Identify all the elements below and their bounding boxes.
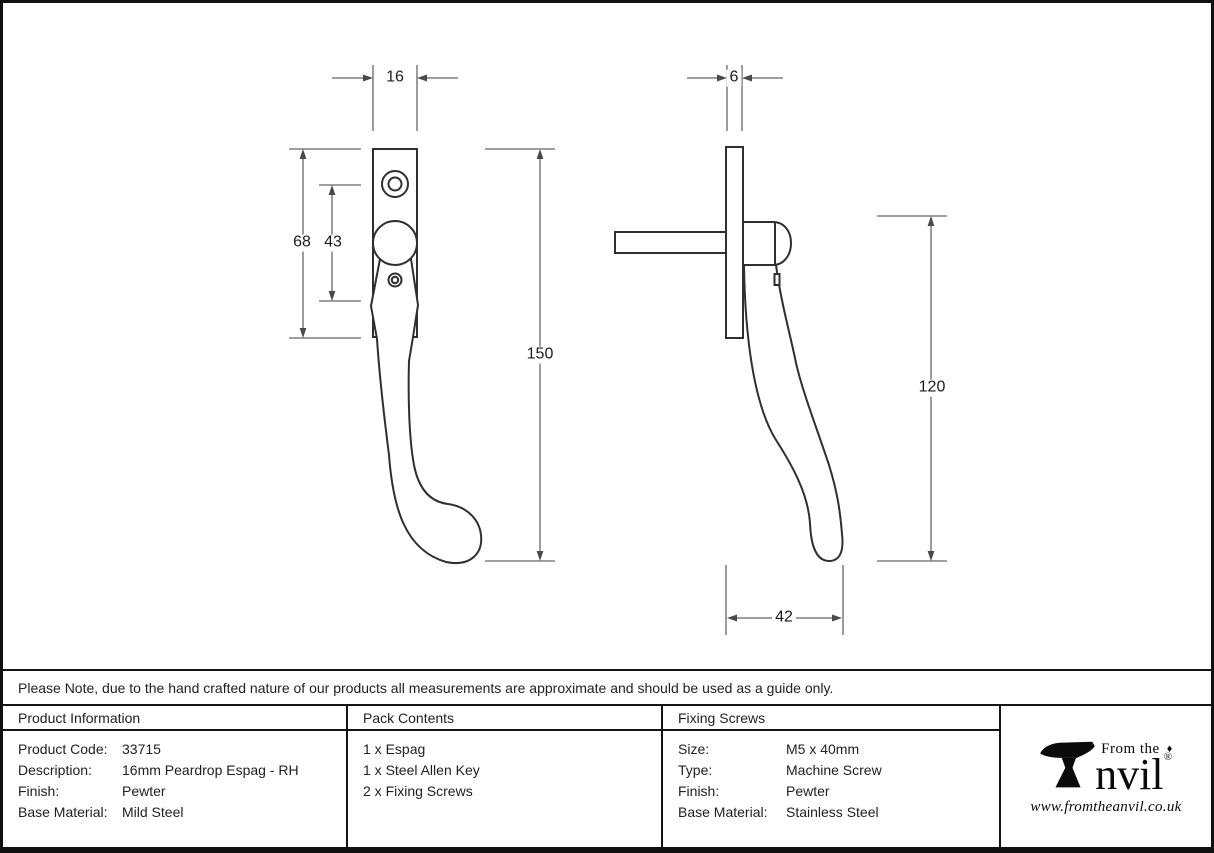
brand-prefix-text: From the bbox=[1101, 741, 1160, 758]
pack-item: 2 x Fixing Screws bbox=[363, 783, 473, 799]
spec-value: Pewter bbox=[122, 783, 166, 799]
brand-logo-top: From the ♦ nvil ® bbox=[1039, 739, 1173, 800]
side-backplate bbox=[725, 146, 744, 339]
table-row: Size: M5 x 40mm bbox=[678, 739, 999, 760]
spec-value: 16mm Peardrop Espag - RH bbox=[122, 762, 299, 778]
spec-value: Stainless Steel bbox=[786, 804, 879, 820]
brand-name: nvil ® bbox=[1095, 750, 1173, 800]
dim-front-overall-length: 150 bbox=[523, 346, 557, 364]
handle-drawing-svg bbox=[289, 65, 947, 635]
product-information-body: Product Code: 33715 Description: 16mm Pe… bbox=[3, 731, 346, 823]
spec-value: Machine Screw bbox=[786, 762, 882, 778]
table-row: Finish: Pewter bbox=[678, 781, 999, 802]
brand-logo: From the ♦ nvil ® www.fromtheanvil.co.uk bbox=[1030, 739, 1181, 815]
front-lower-screw-inner bbox=[390, 275, 400, 285]
title-block: Please Note, due to the hand crafted nat… bbox=[3, 669, 1211, 847]
spec-value: M5 x 40mm bbox=[786, 741, 860, 757]
spec-value: Mild Steel bbox=[122, 804, 184, 820]
product-information-column: Product Information Product Code: 33715 … bbox=[3, 706, 348, 847]
front-lower-screw-outer bbox=[387, 272, 403, 288]
spec-label: Base Material: bbox=[678, 804, 768, 820]
brand-column: From the ♦ nvil ® www.fromtheanvil.co.uk bbox=[1001, 706, 1211, 847]
anvil-icon bbox=[1040, 742, 1096, 788]
table-row: Product Code: 33715 bbox=[18, 739, 346, 760]
table-row: Finish: Pewter bbox=[18, 781, 346, 802]
side-set-screw bbox=[773, 273, 781, 286]
brand-url: www.fromtheanvil.co.uk bbox=[1030, 798, 1182, 815]
table-row: Base Material: Stainless Steel bbox=[678, 802, 999, 823]
spec-label: Type: bbox=[678, 762, 713, 778]
dim-side-plate-thickness: 6 bbox=[726, 69, 742, 87]
front-handle-outline bbox=[369, 258, 483, 565]
dim-front-hole-spacing: 43 bbox=[321, 234, 345, 252]
side-handle-outline bbox=[742, 264, 844, 563]
product-information-header-label: Product Information bbox=[18, 709, 141, 726]
front-screw-hole-inner bbox=[387, 176, 403, 192]
registered-trademark-symbol: ® bbox=[1163, 751, 1172, 764]
side-view bbox=[614, 146, 844, 563]
brand-from-the: From the ♦ bbox=[1101, 741, 1173, 758]
fixing-screws-header: Fixing Screws bbox=[663, 706, 999, 731]
spec-value: Pewter bbox=[786, 783, 830, 799]
table-row: Description: 16mm Peardrop Espag - RH bbox=[18, 760, 346, 781]
side-spindle bbox=[614, 231, 727, 254]
info-table: Product Information Product Code: 33715 … bbox=[3, 706, 1211, 847]
pack-contents-column: Pack Contents 1 x Espag 1 x Steel Allen … bbox=[348, 706, 663, 847]
pack-contents-body: 1 x Espag 1 x Steel Allen Key 2 x Fixing… bbox=[348, 731, 661, 802]
brand-diamond-glyph: ♦ bbox=[1166, 743, 1173, 756]
front-knob bbox=[372, 220, 418, 266]
spec-label: Product Code: bbox=[18, 741, 108, 757]
note-text: Please Note, due to the hand crafted nat… bbox=[18, 679, 834, 696]
spec-label: Description: bbox=[18, 762, 92, 778]
pack-contents-header: Pack Contents bbox=[348, 706, 661, 731]
brand-wordmark: From the ♦ nvil ® bbox=[1095, 739, 1173, 800]
pack-contents-header-label: Pack Contents bbox=[363, 709, 455, 726]
front-view bbox=[369, 148, 483, 565]
pack-list: 1 x Espag 1 x Steel Allen Key 2 x Fixing… bbox=[363, 739, 661, 802]
table-row: Base Material: Mild Steel bbox=[18, 802, 346, 823]
technical-drawing-area: 16 68 43 150 6 120 42 bbox=[3, 3, 1211, 669]
dim-front-plate-width: 16 bbox=[383, 69, 407, 87]
spec-label: Finish: bbox=[678, 783, 720, 799]
fixing-screws-column: Fixing Screws Size: M5 x 40mm Type: Mach… bbox=[663, 706, 1001, 847]
fixing-screws-body: Size: M5 x 40mm Type: Machine Screw Fini… bbox=[663, 731, 999, 823]
spec-label: Finish: bbox=[18, 783, 60, 799]
dim-side-handle-reach: 42 bbox=[772, 609, 796, 627]
dim-side-handle-height: 120 bbox=[915, 379, 949, 397]
spec-label: Base Material: bbox=[18, 804, 108, 820]
dimension-arrowheads bbox=[299, 74, 935, 622]
spec-label: Size: bbox=[678, 741, 710, 757]
note-row: Please Note, due to the hand crafted nat… bbox=[3, 669, 1211, 706]
pack-item: 1 x Steel Allen Key bbox=[363, 762, 480, 778]
fixing-screws-header-label: Fixing Screws bbox=[678, 709, 766, 726]
dim-front-plate-height: 68 bbox=[290, 234, 314, 252]
brand-name-text: nvil bbox=[1095, 750, 1164, 800]
pack-item: 1 x Espag bbox=[363, 741, 426, 757]
side-knob bbox=[742, 221, 793, 266]
spec-value: 33715 bbox=[122, 741, 161, 757]
table-row: Type: Machine Screw bbox=[678, 760, 999, 781]
product-information-header: Product Information bbox=[3, 706, 346, 731]
